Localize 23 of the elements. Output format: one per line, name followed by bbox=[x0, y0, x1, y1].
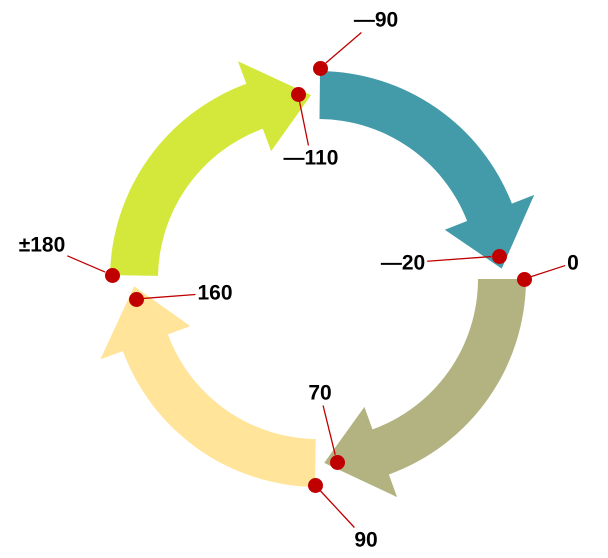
value-label: 70 bbox=[308, 382, 332, 404]
leader-line bbox=[298, 101, 310, 146]
curved-arrow bbox=[100, 286, 316, 487]
value-label: 90 bbox=[354, 530, 378, 550]
curved-arrow bbox=[324, 279, 526, 498]
value-label: —90 bbox=[354, 10, 398, 30]
leader-line bbox=[325, 32, 362, 64]
marker-dot bbox=[516, 272, 532, 286]
value-label: —110 bbox=[284, 148, 338, 168]
marker-dot bbox=[104, 268, 120, 282]
leader-line bbox=[322, 405, 336, 455]
value-label: —20 bbox=[380, 252, 426, 274]
leader-line bbox=[427, 256, 492, 262]
leader-line bbox=[320, 490, 355, 528]
leader-line bbox=[67, 255, 106, 273]
value-label: ±180 bbox=[18, 234, 66, 256]
leader-line bbox=[143, 294, 196, 300]
leader-line bbox=[530, 264, 566, 278]
value-label: 160 bbox=[197, 282, 233, 304]
curved-arrow bbox=[320, 71, 534, 269]
marker-dot bbox=[312, 60, 328, 76]
value-label: 0 bbox=[567, 252, 579, 274]
curved-arrow bbox=[110, 61, 311, 276]
